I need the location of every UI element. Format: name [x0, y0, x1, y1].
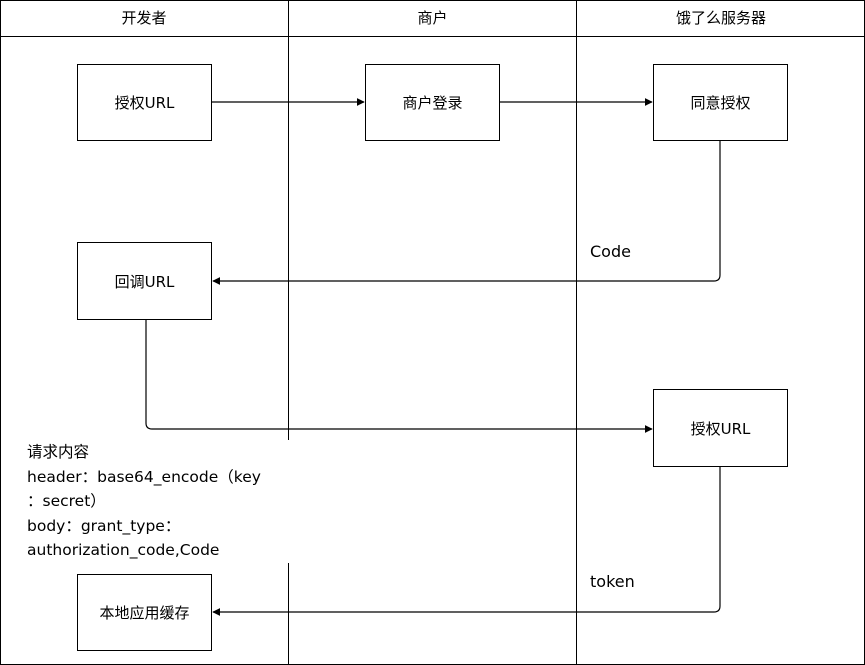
node-server-auth-url: 授权URL	[653, 389, 788, 467]
node-auth-url-label: 授权URL	[114, 94, 175, 112]
note-line-grant: authorization_code,Code	[27, 541, 220, 559]
node-callback-url: 回调URL	[77, 242, 212, 320]
node-agree-auth-label: 同意授权	[690, 94, 751, 112]
edge-label-token: token	[590, 572, 635, 591]
arrow-agree-to-callback	[212, 141, 721, 285]
lane-title-merchant: 商户	[417, 9, 448, 27]
edge-label-code: Code	[590, 242, 631, 261]
node-callback-url-label: 回调URL	[114, 272, 175, 291]
node-agree-auth: 同意授权	[653, 64, 788, 141]
node-local-cache-label: 本地应用缓存	[99, 604, 190, 622]
node-merchant-login: 商户登录	[365, 64, 500, 141]
arrow-auth-to-cache	[212, 466, 721, 616]
node-auth-url: 授权URL	[77, 64, 212, 141]
note-line-title: 请求内容	[27, 443, 90, 461]
lane-title-developer: 开发者	[121, 9, 167, 27]
lane-title-eleme-server: 饿了么服务器	[675, 9, 766, 27]
note-line-header: header：base64_encode（key	[27, 467, 261, 486]
node-server-auth-url-label: 授权URL	[690, 419, 751, 438]
node-merchant-login-label: 商户登录	[402, 94, 463, 112]
note-line-body: body：grant_type：	[27, 516, 181, 535]
arrow-callback-to-auth	[145, 319, 653, 433]
request-content-note: 请求内容 header：base64_encode（key ：secret） b…	[27, 440, 289, 563]
node-local-cache: 本地应用缓存	[77, 574, 212, 651]
note-line-secret: ：secret）	[27, 492, 106, 510]
